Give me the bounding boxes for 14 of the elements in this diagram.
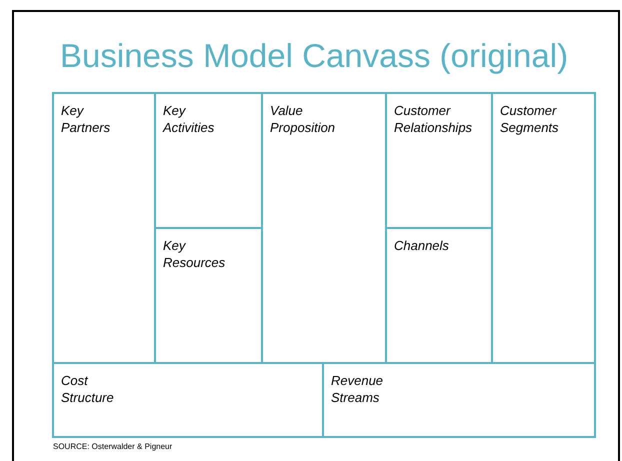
block-heading: Customer Relationships [394,102,474,136]
canvas-block [52,92,156,364]
block-heading: Customer Segments [500,102,560,136]
canvas-block [52,362,324,438]
block-heading: Cost Structure [61,372,115,406]
block-heading: Key Resources [163,237,223,271]
block-heading: Revenue Streams [331,372,384,406]
canvas-block [322,362,596,438]
block-heading: Key Activities [163,102,216,136]
canvas-block [491,92,596,364]
block-heading: Channels [394,237,450,254]
block-heading: Key Partners [61,102,112,136]
block-heading: Value Proposition [270,102,336,136]
title: Business Model Canvass (original) [60,36,568,76]
